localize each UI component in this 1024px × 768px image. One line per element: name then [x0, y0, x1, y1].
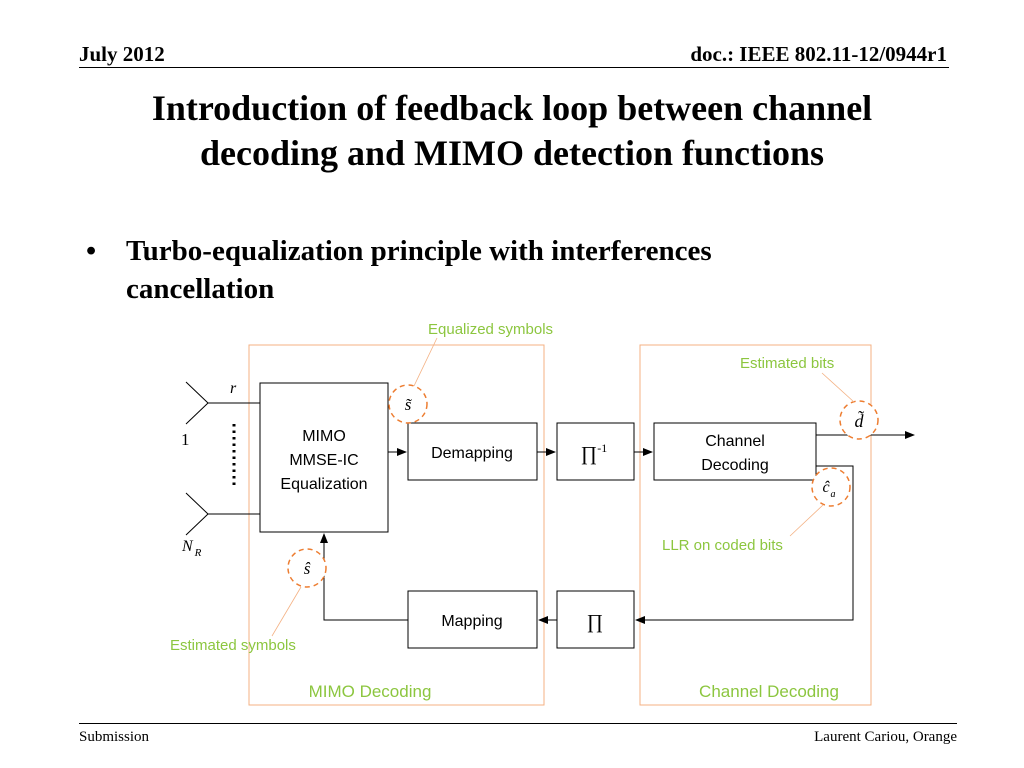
antenna-1-icon: [185, 381, 260, 425]
leader-estimated-symbols: [271, 586, 302, 637]
c-hat-sub: a: [831, 489, 836, 500]
mapping-block: [407, 590, 538, 649]
c-hat-circle: [811, 467, 851, 507]
antenna-1-label: 1: [181, 430, 190, 449]
s-tilde-symbol: s̃: [405, 395, 413, 414]
footer-author: Laurent Cariou, Orange: [814, 729, 957, 745]
c-hat-symbol: ĉa: [822, 479, 835, 500]
deinterleaver-sup: -1: [597, 441, 607, 455]
demapping-label: Demapping: [431, 445, 513, 462]
deinterleaver-symbol: ∏: [581, 443, 597, 465]
channel-label-line2: Decoding: [701, 457, 769, 474]
leader-equalized-symbols: [413, 337, 438, 387]
mimo-label-line1: MIMO: [302, 428, 346, 445]
feedback-line-channel: [635, 465, 854, 624]
bullet-icon: •: [86, 235, 97, 267]
bullet-line2: cancellation: [126, 273, 275, 305]
interleaver-block: [556, 590, 635, 649]
llr-coded-bits-label: LLR on coded bits: [662, 537, 783, 554]
antenna-n-icon: [185, 492, 260, 536]
c-hat-main: ĉ: [822, 479, 830, 496]
d-tilde-symbol: d̃: [855, 410, 865, 431]
mapping-label: Mapping: [441, 613, 502, 630]
feedback-line-to-mimo: [320, 533, 408, 621]
header-date: July 2012: [79, 42, 165, 66]
d-tilde-circle: [839, 400, 879, 440]
mimo-mmse-ic-block: [259, 382, 389, 533]
channel-label-line1: Channel: [705, 433, 765, 450]
mimo-decoding-region: [248, 344, 545, 706]
channel-decoding-block: [653, 422, 817, 481]
header-doc-id: doc.: IEEE 802.11-12/0944r1: [690, 42, 947, 66]
bullet-text: Turbo-equalization principle with interf…: [126, 232, 886, 308]
slide-title-line1: Introduction of feedback loop between ch…: [151, 88, 873, 128]
estimated-symbols-label: Estimated symbols: [170, 637, 296, 654]
s-tilde-circle: [388, 384, 428, 424]
s-hat-circle: [287, 548, 327, 588]
estimated-bits-label: Estimated bits: [740, 355, 834, 372]
footer-rule: [79, 723, 957, 724]
demapping-block: [407, 422, 538, 481]
mimo-label-line2: MMSE-IC: [289, 452, 358, 469]
bullet-line1: Turbo-equalization principle with interf…: [126, 235, 712, 267]
deinterleaver-block: [556, 422, 635, 481]
slide-title-line2: decoding and MIMO detection functions: [199, 133, 825, 173]
signal-r-label: r: [230, 380, 237, 397]
interleaver-label: ∏: [587, 611, 603, 633]
mimo-decoding-region-label: MIMO Decoding: [309, 682, 432, 701]
channel-decoding-region-label: Channel Decoding: [699, 682, 839, 701]
s-hat-symbol: ŝ: [304, 559, 311, 578]
leader-llr-coded-bits: [789, 504, 824, 537]
antenna-n-main: N: [181, 538, 194, 555]
deinterleaver-label: ∏-1: [581, 441, 607, 465]
footer-submission: Submission: [79, 729, 150, 745]
leader-estimated-bits: [821, 372, 855, 403]
slide-title: Introduction of feedback loop between ch…: [0, 86, 1024, 176]
equalized-symbols-label: Equalized symbols: [428, 321, 553, 338]
header-rule: [79, 67, 949, 68]
mimo-label-line3: Equalization: [280, 476, 367, 493]
channel-decoding-region: [639, 344, 872, 706]
antenna-n-sub: R: [194, 547, 202, 559]
